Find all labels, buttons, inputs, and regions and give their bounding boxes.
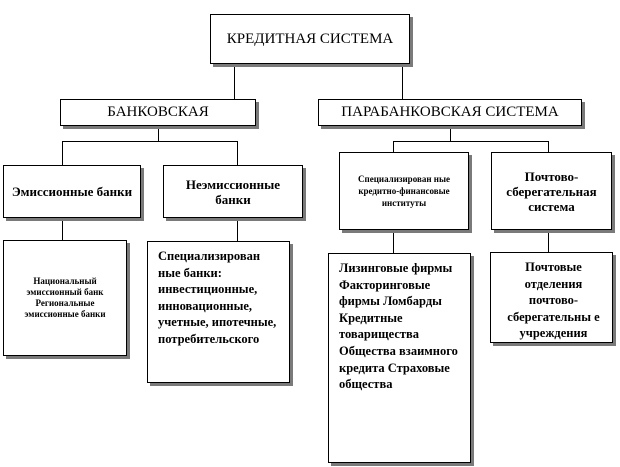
node-non-emission-banks: Неэмиссионные банки [163, 165, 303, 218]
connector-para-down [450, 125, 451, 141]
node-specialized-institutions: Специализирован ные кредитно-финансовые … [339, 152, 469, 230]
node-credit-system: КРЕДИТНАЯ СИСТЕМА [210, 14, 410, 64]
node-parabanking-label: ПАРАБАНКОВСКАЯ СИСТЕМА [341, 104, 559, 120]
node-credit-system-label: КРЕДИТНАЯ СИСТЕМА [226, 30, 394, 47]
connector-postal-down [548, 229, 549, 252]
connector-banking-bar [62, 141, 238, 142]
node-parabanking: ПАРАБАНКОВСКАЯ СИСТЕМА [318, 99, 582, 126]
node-specialized-list-text: Лизинговые фирмы Факторинговые фирмы Лом… [339, 261, 458, 392]
node-specialized-list: Лизинговые фирмы Факторинговые фирмы Лом… [328, 253, 471, 463]
connector-para-bar [393, 141, 549, 142]
connector-root-down [234, 63, 235, 99]
connector-banking-right [237, 141, 238, 165]
node-specialized-institutions-label: Специализирован ные кредитно-финансовые … [358, 174, 450, 208]
node-non-emission-banks-label: Неэмиссионные банки [185, 176, 281, 207]
node-non-emission-list-text: Специализирован ные банки: инвестиционны… [158, 249, 277, 346]
connector-specialized-down [393, 229, 394, 253]
node-non-emission-list: Специализирован ные банки: инвестиционны… [147, 241, 290, 383]
node-postal-savings-system-label: Почтово-сберегательная система [506, 168, 597, 214]
node-emission-banks-label: Эмиссионные банки [11, 184, 133, 199]
node-emission-list: Национальный эмиссионный банк Региональн… [3, 240, 127, 356]
node-postal-list: Почтовые отделения почтово-сберегательны… [490, 252, 613, 343]
node-banking-label: БАНКОВСКАЯ [107, 104, 209, 120]
node-emission-list-text: Национальный эмиссионный банк Региональн… [24, 276, 106, 319]
connector-banking-left [62, 141, 63, 165]
connector-banking-down [158, 125, 159, 141]
node-emission-banks: Эмиссионные банки [3, 165, 141, 218]
connector-right-down [402, 63, 403, 99]
connector-nonemission-down [237, 217, 238, 241]
node-postal-savings-system: Почтово-сберегательная система [491, 152, 612, 230]
connector-emission-down [62, 217, 63, 240]
node-banking: БАНКОВСКАЯ [60, 99, 256, 126]
node-postal-list-text: Почтовые отделения почтово-сберегательны… [507, 260, 600, 341]
